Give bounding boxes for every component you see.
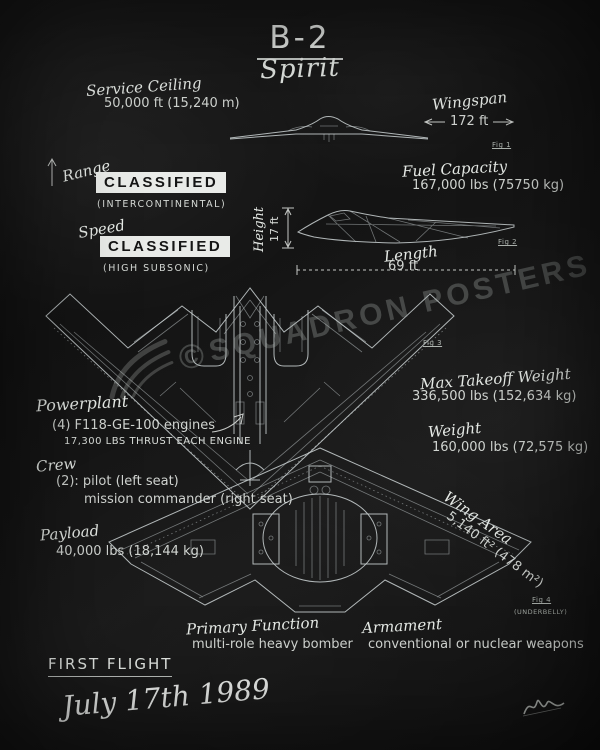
range-note: (INTERCONTINENTAL) (97, 199, 227, 210)
artist-signature (522, 699, 565, 717)
underbelly-view-drawing (108, 447, 532, 613)
left-arrow-icon (424, 118, 445, 125)
wingspan-value: 172 ft (450, 114, 489, 129)
armament-value: conventional or nuclear weapons (368, 637, 584, 652)
fig4-label: Fig 4 (532, 596, 552, 604)
crew-label: Crew (35, 454, 78, 476)
wingspan-dimension: 172 ft (424, 114, 515, 129)
fig1-label: Fig 1 (492, 141, 512, 149)
powerplant-line2: 17,300 LBS THRUST EACH ENGINE (64, 436, 251, 447)
side-view-drawing (296, 210, 515, 244)
wingspan-label: Wingspan (431, 88, 508, 114)
title-block: B-2 (0, 20, 600, 60)
powerplant-arrow-icon (211, 413, 244, 433)
up-arrow-icon (47, 157, 57, 186)
speed-note: (HIGH SUBSONIC) (103, 263, 210, 274)
poster-title: B-2 (257, 20, 343, 60)
height-label: Height (252, 206, 267, 252)
service-ceiling-value: 50,000 ft (15,240 m) (104, 96, 240, 111)
fig3-label: Fig 3 (423, 339, 443, 347)
speed-value: CLASSIFIED (100, 236, 231, 257)
height-dimension-line (282, 207, 294, 249)
right-arrow-icon (493, 118, 515, 125)
primary-function-value: multi-role heavy bomber (192, 637, 353, 652)
weight-value: 160,000 lbs (72,575 kg) (432, 440, 589, 455)
fuel-capacity-value: 167,000 lbs (75750 kg) (412, 178, 565, 193)
max-takeoff-weight-value: 336,500 lbs (152,634 kg) (412, 389, 577, 404)
fig4-note: (UNDERBELLY) (514, 608, 568, 616)
length-dimension-line (296, 265, 516, 275)
first-flight-label: FIRST FLIGHT (48, 655, 173, 677)
fig2-label: Fig 2 (498, 238, 518, 246)
height-value: 17 ft (268, 216, 281, 243)
first-flight-value: July 17th 1989 (60, 671, 272, 724)
crew-line1: (2): pilot (left seat) (56, 474, 179, 489)
powerplant-line1: (4) F118-GE-100 engines (52, 418, 216, 433)
watermark: © SQUADRON POSTERS (95, 237, 597, 406)
watermark-copyright: © (175, 335, 209, 378)
payload-value: 40,000 lbs (18,144 kg) (56, 544, 204, 559)
front-view-drawing (229, 116, 429, 142)
weight-label: Weight (427, 418, 482, 442)
payload-label: Payload (39, 521, 100, 545)
range-value: CLASSIFIED (96, 172, 227, 193)
squadron-posters-wing-icon (109, 339, 174, 400)
armament-label: Armament (361, 614, 443, 638)
top-view-drawing (45, 287, 455, 510)
